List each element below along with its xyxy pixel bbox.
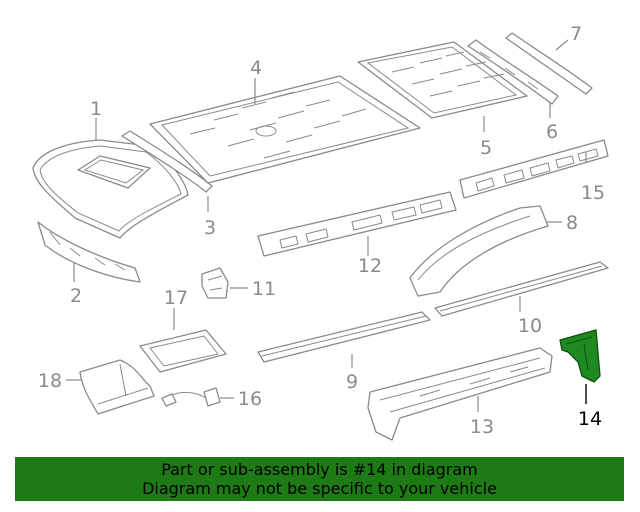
- part-16-wire-harness: [161, 387, 221, 407]
- banner-line-2: Diagram may not be specific to your vehi…: [142, 479, 497, 498]
- callout-4: 4: [250, 57, 262, 79]
- part-9-lower-sill: [257, 311, 431, 363]
- callout-8: 8: [566, 212, 578, 234]
- callout-9: 9: [346, 371, 358, 393]
- part-6-rear-header: [467, 39, 559, 105]
- callout-5: 5: [480, 137, 492, 159]
- part-2-front-header: [37, 221, 141, 283]
- callout-14: 14: [578, 408, 602, 430]
- part-15-side-rail: [459, 139, 609, 199]
- callout-15: 15: [581, 182, 605, 204]
- part-14-highlighted-bracket: [559, 329, 601, 383]
- part-17-floor-panel: [139, 329, 227, 373]
- part-3-roof-bow: [121, 130, 213, 193]
- callout-10: 10: [518, 315, 542, 337]
- part-1-front-roof-panel: [32, 139, 189, 239]
- parts-diagram: 1 2 3 4 5 6 7 8 9 10 11 12 13 14 15 16 1…: [32, 23, 609, 441]
- part-11-bracket: [201, 267, 229, 299]
- callout-leaders: [66, 39, 587, 412]
- callout-16: 16: [238, 388, 262, 410]
- part-4-main-roof-panel: [149, 75, 421, 184]
- callout-7: 7: [570, 23, 582, 45]
- callout-6: 6: [546, 121, 558, 143]
- part-12-side-rail: [257, 191, 457, 257]
- part-7-rear-roof-bow: [505, 32, 593, 95]
- part-8-wheelhouse: [409, 205, 549, 297]
- callout-17: 17: [164, 287, 188, 309]
- part-18-cover: [79, 359, 155, 415]
- callout-3: 3: [204, 217, 216, 239]
- part-5-rear-roof-panel: [357, 41, 528, 119]
- callout-2: 2: [70, 285, 82, 307]
- callout-18: 18: [38, 370, 62, 392]
- callout-12: 12: [358, 255, 382, 277]
- callout-1: 1: [90, 98, 102, 120]
- part-10-rocker-panel: [434, 261, 609, 317]
- callout-13: 13: [470, 416, 494, 438]
- part-13-floor-rail-assembly: [367, 347, 553, 441]
- banner-line-1: Part or sub-assembly is #14 in diagram: [161, 460, 478, 479]
- callout-11: 11: [252, 278, 276, 300]
- callout-labels: 1 2 3 4 5 6 7 8 9 10 11 12 13 14 15 16 1…: [38, 23, 605, 438]
- info-banner: Part or sub-assembly is #14 in diagram D…: [15, 457, 624, 501]
